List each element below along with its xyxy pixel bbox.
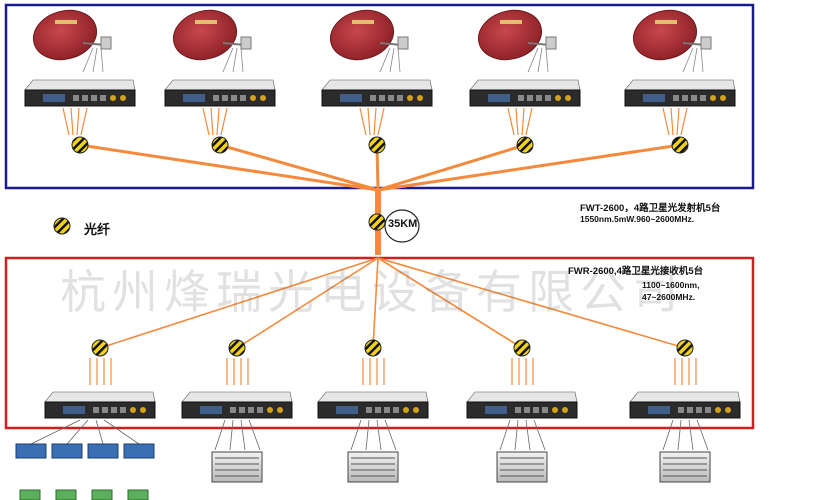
optical-transmitter-4 bbox=[469, 79, 581, 107]
satellite-dish-3 bbox=[329, 9, 409, 61]
tx-coupler-2 bbox=[211, 136, 229, 154]
tx-coupler-5 bbox=[671, 136, 689, 154]
distribution-rack-4 bbox=[659, 451, 711, 483]
optical-transmitter-3 bbox=[321, 79, 433, 107]
tx-coupler-4 bbox=[516, 136, 534, 154]
trunk-coupler bbox=[368, 213, 386, 231]
transmitter-title: FWT-2600，4路卫星光发射机5台 bbox=[580, 203, 721, 214]
rx-coupler-5 bbox=[676, 339, 694, 357]
satellite-dish-5 bbox=[632, 9, 712, 61]
tx-coupler-1 bbox=[71, 136, 89, 154]
optical-transmitter-5 bbox=[624, 79, 736, 107]
rx-coupler-3 bbox=[364, 339, 382, 357]
distance-label: 35KM bbox=[388, 218, 418, 230]
transmitter-spec: 1550nm.5mW.960~2600MHz. bbox=[580, 214, 695, 224]
optical-receiver-2 bbox=[181, 391, 293, 419]
receiver-spec-line1: 1100~1600nm, bbox=[642, 280, 700, 290]
devices bbox=[15, 9, 741, 500]
fiber-links bbox=[62, 107, 697, 385]
receiver-spec-line2: 47~2600MHz. bbox=[642, 292, 696, 302]
distance-circle bbox=[384, 209, 420, 243]
distribution-rack-2 bbox=[347, 451, 399, 483]
distribution-rack-3 bbox=[496, 451, 548, 483]
watermark: 杭州烽瑞光电设备有限公司 bbox=[60, 265, 684, 319]
legend-fiber-label: 光纤 bbox=[84, 222, 111, 237]
optical-transmitter-1 bbox=[24, 79, 136, 107]
set-top-box-1 bbox=[15, 443, 47, 500]
optical-transmitter-2 bbox=[164, 79, 276, 107]
rx-coupler-4 bbox=[513, 339, 531, 357]
satellite-dish-2 bbox=[172, 9, 252, 61]
optical-receiver-3 bbox=[317, 391, 429, 419]
satellite-dish-1 bbox=[32, 9, 112, 61]
set-top-box-3 bbox=[87, 443, 119, 500]
optical-receiver-1 bbox=[44, 391, 156, 419]
rx-coupler-2 bbox=[228, 339, 246, 357]
set-top-box-2 bbox=[51, 443, 83, 500]
optical-receiver-4 bbox=[466, 391, 578, 419]
distribution-rack-1 bbox=[211, 451, 263, 483]
optical-receiver-5 bbox=[629, 391, 741, 419]
tx-coupler-3 bbox=[368, 136, 386, 154]
satellite-dish-4 bbox=[477, 9, 557, 61]
receiver-title: FWR-2600,4路卫星光接收机5台 bbox=[568, 266, 704, 277]
legend-coupler-icon bbox=[53, 217, 71, 235]
rx-coupler-1 bbox=[91, 339, 109, 357]
set-top-box-4 bbox=[123, 443, 155, 500]
